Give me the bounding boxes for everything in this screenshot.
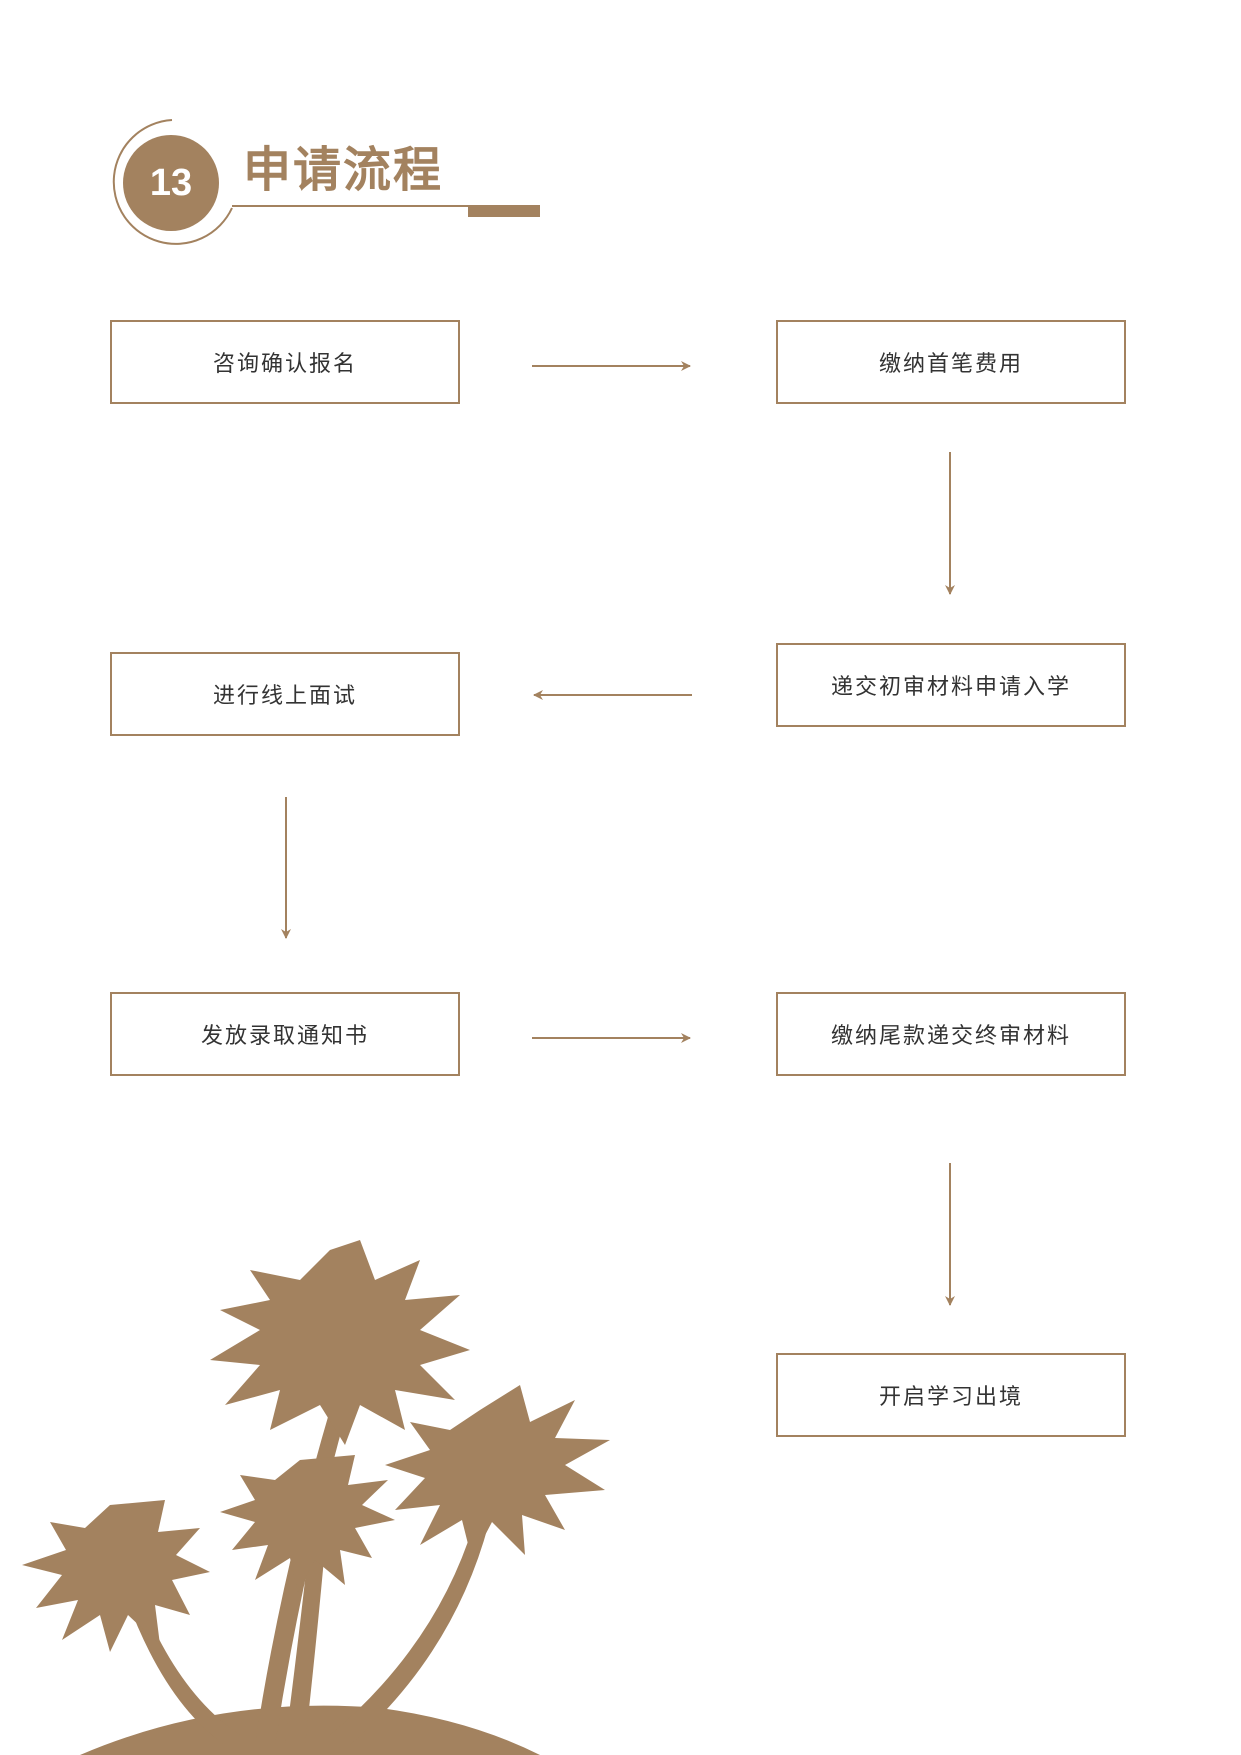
step-label: 咨询确认报名 (212, 352, 357, 377)
step-online-interview: 进行线上面试 (110, 652, 460, 736)
step-label: 进行线上面试 (212, 684, 357, 709)
step-pay-final-submit-materials: 缴纳尾款递交终审材料 (776, 992, 1126, 1076)
step-issue-admission-letter: 发放录取通知书 (110, 992, 460, 1076)
step-start-study-abroad: 开启学习出境 (776, 1353, 1126, 1437)
header-decoration (112, 119, 540, 245)
step-submit-initial-materials: 递交初审材料申请入学 (776, 643, 1126, 727)
page-title: 申请流程 (243, 142, 444, 198)
step-label: 发放录取通知书 (200, 1024, 369, 1049)
palm-tree-icon (22, 1240, 610, 1755)
step-consult-register: 咨询确认报名 (110, 320, 460, 404)
step-label: 缴纳首笔费用 (878, 352, 1023, 377)
step-label: 开启学习出境 (878, 1385, 1023, 1410)
step-label: 递交初审材料申请入学 (830, 675, 1071, 700)
step-pay-first-fee: 缴纳首笔费用 (776, 320, 1126, 404)
section-number-badge: 13 (123, 135, 219, 231)
step-label: 缴纳尾款递交终审材料 (830, 1024, 1071, 1049)
